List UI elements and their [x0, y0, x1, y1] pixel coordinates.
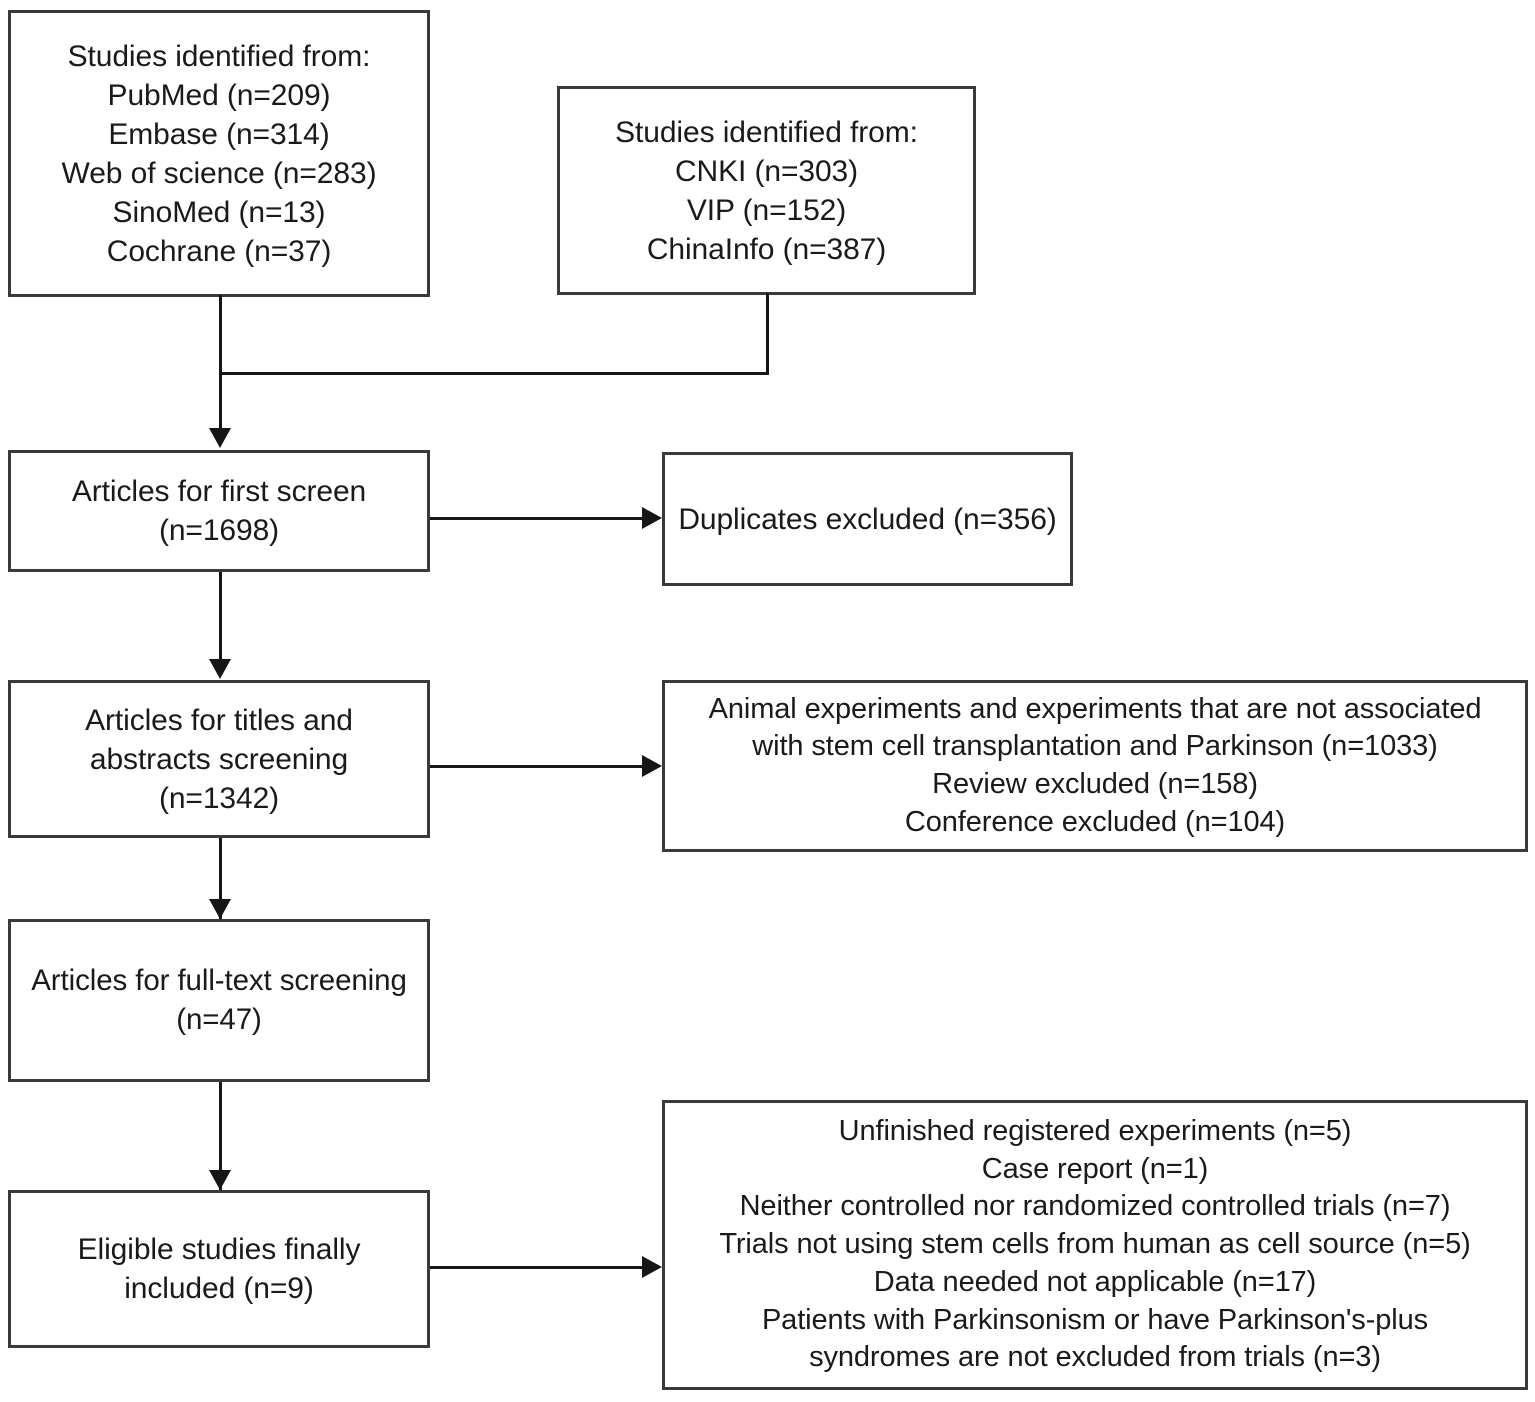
- box-titles-abstracts-exclusions: Animal experiments and experiments that …: [662, 680, 1528, 852]
- arrowhead-to-first-screen: [209, 428, 231, 448]
- box-studies-identified-international: Studies identified from: PubMed (n=209) …: [8, 10, 430, 297]
- connector-eligible-to-exclusions: [430, 1266, 644, 1269]
- arrowhead-to-eligible: [209, 1170, 231, 1190]
- arrowhead-to-fulltext: [209, 899, 231, 919]
- studies-identified-chinese-text: Studies identified from: CNKI (n=303) VI…: [615, 115, 918, 266]
- box-full-text-exclusions: Unfinished registered experiments (n=5) …: [662, 1100, 1528, 1390]
- studies-identified-international-text: Studies identified from: PubMed (n=209) …: [61, 39, 377, 268]
- box-articles-for-first-screen: Articles for first screen (n=1698): [8, 450, 430, 572]
- box-articles-titles-abstracts-screening: Articles for titles and abstracts screen…: [8, 680, 430, 838]
- arrowhead-to-fulltext-exclusions: [642, 1256, 662, 1278]
- connector-first-screen-to-duplicates: [430, 517, 644, 520]
- connector-merge-to-first-screen: [219, 372, 222, 430]
- connector-first-screen-to-titles: [219, 572, 222, 661]
- articles-titles-abstracts-text: Articles for titles and abstracts screen…: [85, 703, 353, 815]
- full-text-exclusions-text: Unfinished registered experiments (n=5) …: [719, 1115, 1471, 1374]
- box-articles-full-text-screening: Articles for full-text screening (n=47): [8, 919, 430, 1082]
- box-studies-identified-chinese: Studies identified from: CNKI (n=303) VI…: [557, 86, 976, 295]
- connector-cn-to-merge: [766, 293, 769, 375]
- eligible-studies-text: Eligible studies finally included (n=9): [77, 1233, 361, 1305]
- box-eligible-studies-included: Eligible studies finally included (n=9): [8, 1190, 430, 1348]
- connector-titles-to-exclusions: [430, 765, 644, 768]
- connector-titles-to-fulltext: [219, 838, 222, 919]
- titles-abstracts-exclusions-text: Animal experiments and experiments that …: [708, 692, 1482, 838]
- connector-merge-bar: [219, 372, 769, 375]
- connector-fulltext-to-eligible: [219, 1082, 222, 1190]
- connector-intl-to-merge: [219, 295, 222, 375]
- arrowhead-to-titles: [209, 659, 231, 679]
- articles-for-first-screen-text: Articles for first screen (n=1698): [71, 475, 367, 547]
- duplicates-excluded-text: Duplicates excluded (n=356): [678, 502, 1057, 536]
- articles-full-text-text: Articles for full-text screening (n=47): [31, 964, 407, 1036]
- box-duplicates-excluded: Duplicates excluded (n=356): [662, 452, 1073, 586]
- arrowhead-to-duplicates: [642, 507, 662, 529]
- arrowhead-to-screening-exclusions: [642, 755, 662, 777]
